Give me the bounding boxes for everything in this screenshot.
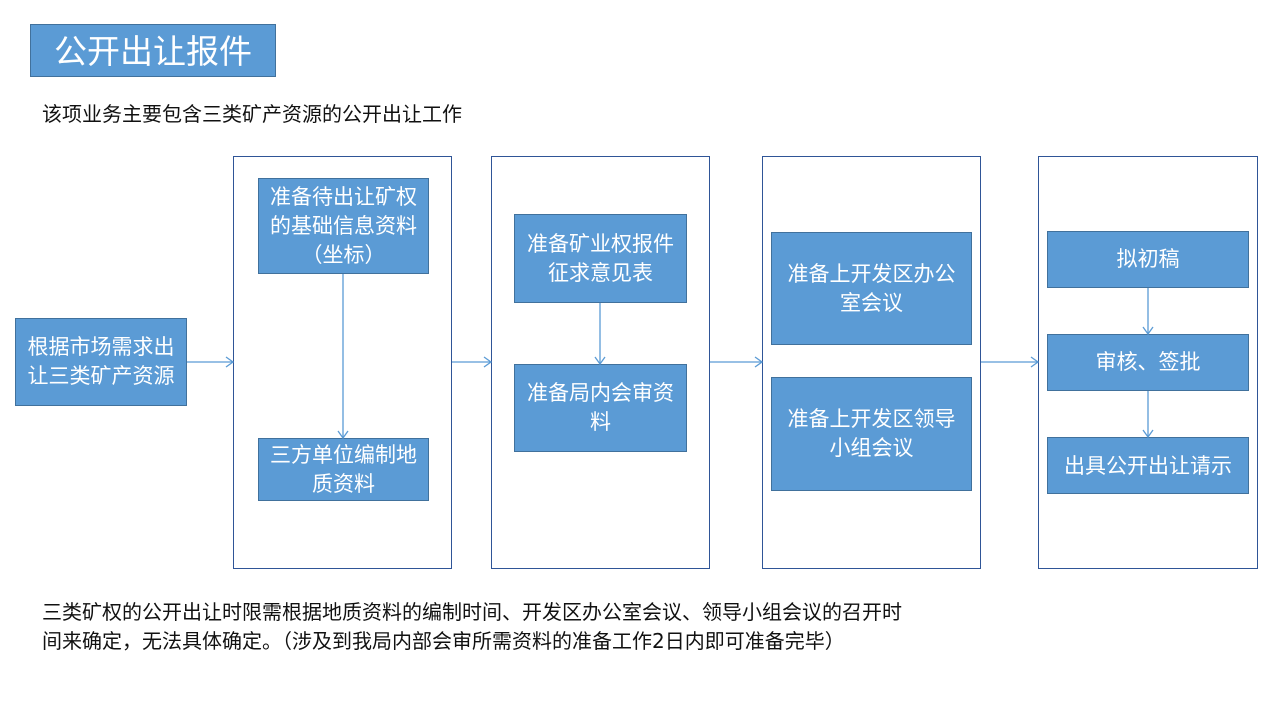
step-box: 准备矿业权报件征求意见表 — [514, 214, 687, 303]
start-box: 根据市场需求出让三类矿产资源 — [15, 318, 187, 406]
stage-3-container — [762, 156, 981, 569]
arrow-down — [1142, 288, 1154, 336]
arrow-down — [594, 303, 606, 366]
arrow-stage2-to-stage3 — [710, 356, 764, 368]
footnote: 三类矿权的公开出让时限需根据地质资料的编制时间、开发区办公室会议、领导小组会议的… — [42, 600, 902, 653]
arrow-stage1-to-stage2 — [452, 356, 493, 368]
step-box: 准备局内会审资料 — [514, 364, 687, 452]
step-box: 准备上开发区办公室会议 — [771, 232, 972, 345]
arrow-down — [1142, 391, 1154, 439]
step-box: 准备待出让矿权的基础信息资料（坐标） — [258, 178, 429, 274]
step-box: 拟初稿 — [1047, 231, 1249, 288]
subtitle: 该项业务主要包含三类矿产资源的公开出让工作 — [42, 102, 462, 126]
step-box: 准备上开发区领导小组会议 — [771, 377, 972, 491]
step-box: 三方单位编制地质资料 — [258, 438, 429, 501]
arrow-down — [337, 274, 349, 440]
page-title: 公开出让报件 — [30, 24, 276, 77]
arrow-stage3-to-stage4 — [981, 356, 1040, 368]
arrow-start-to-stage1 — [187, 356, 235, 368]
